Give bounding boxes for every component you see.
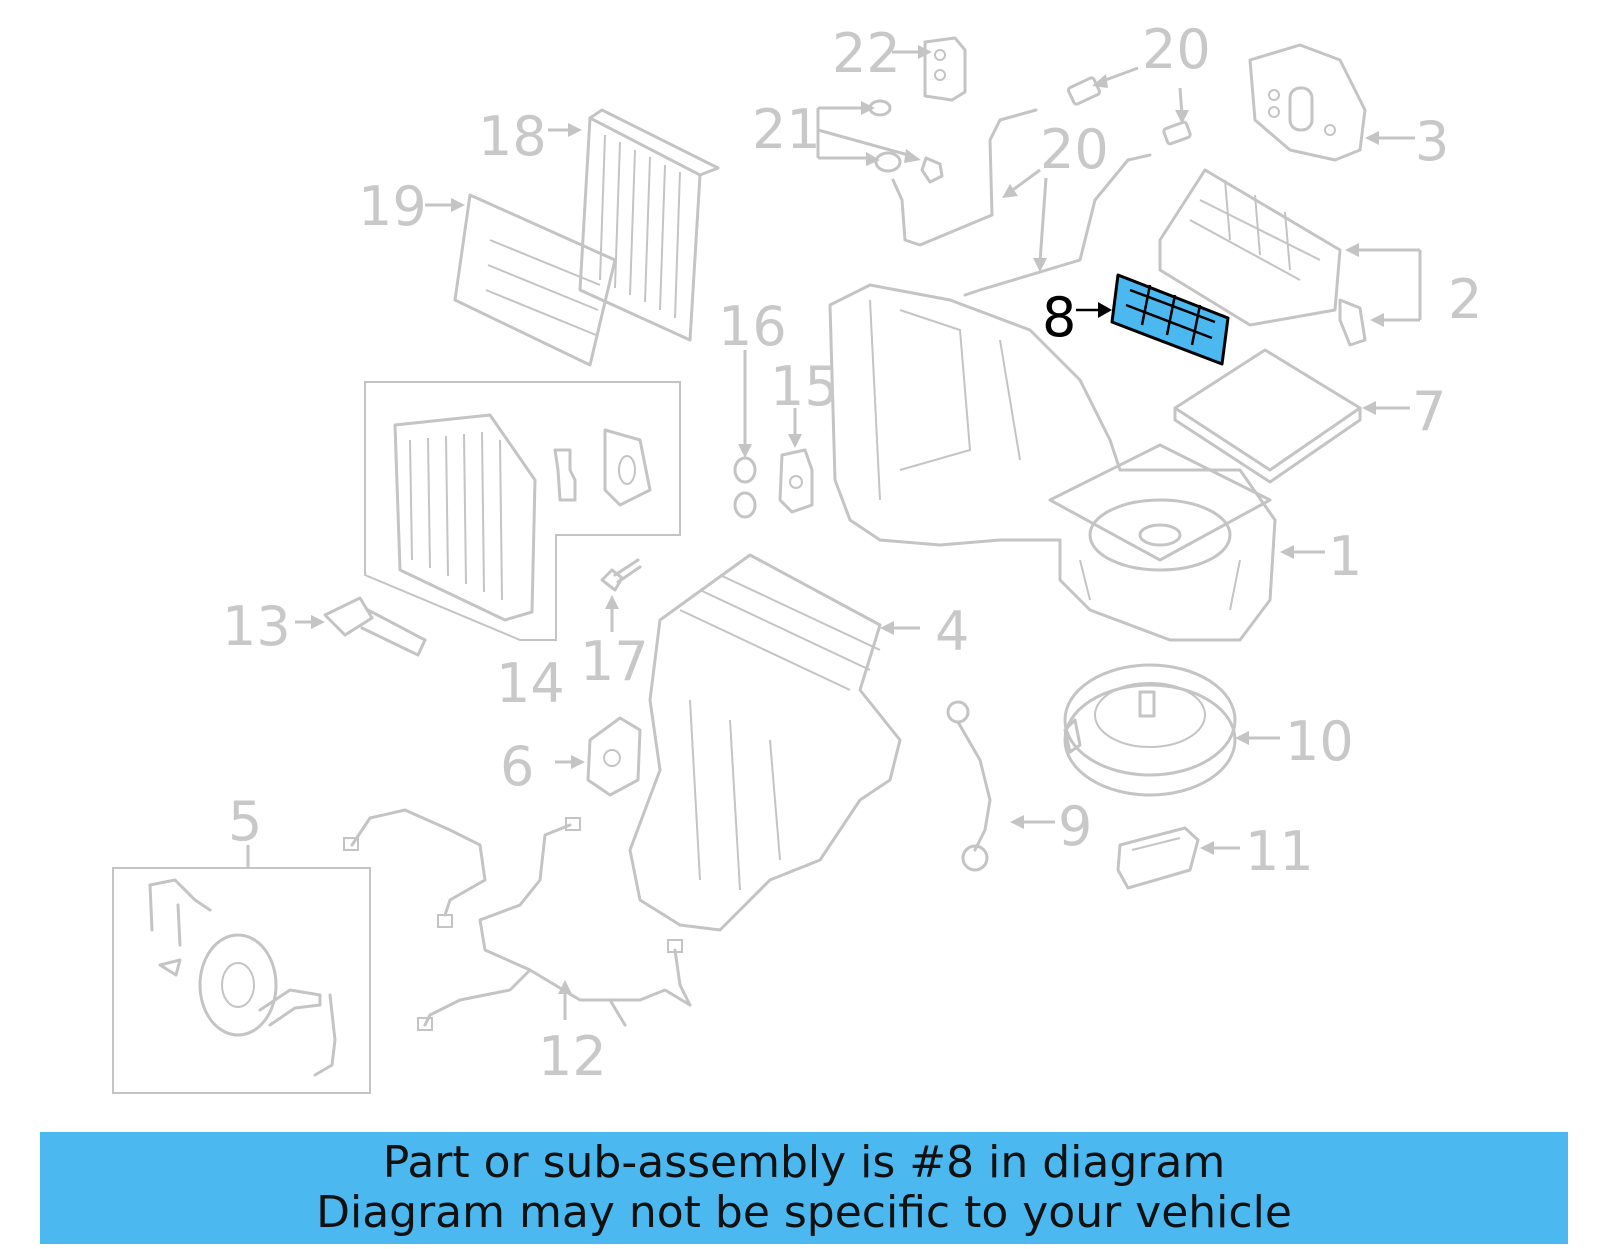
part-13-temperature-sensor [295, 596, 427, 657]
part-1-blower-housing [828, 283, 1325, 642]
callout-2: 2 [1448, 268, 1482, 331]
part-18-heater-core [548, 108, 720, 342]
callout-20-mid: 20 [1040, 118, 1109, 181]
part-6-actuator [555, 716, 642, 797]
part-2-upper-housing [1158, 168, 1422, 347]
part-10-blower-motor [1063, 663, 1280, 797]
part-11-duct [1116, 826, 1240, 890]
callout-9: 9 [1058, 795, 1092, 858]
part-21-seal [816, 99, 944, 184]
part-8-cabin-filter-frame [1076, 273, 1230, 366]
part-9-hose [946, 700, 1055, 872]
callout-13: 13 [222, 595, 291, 658]
callout-12: 12 [538, 1025, 607, 1088]
callout-11: 11 [1245, 820, 1314, 883]
callout-22: 22 [832, 22, 901, 85]
part-19-heater-frame [425, 193, 617, 367]
callout-14: 14 [496, 652, 565, 715]
callout-19: 19 [358, 175, 427, 238]
banner-line-disclaimer: Diagram may not be specific to your vehi… [316, 1187, 1292, 1238]
part-14-evaporator-kit [364, 381, 681, 641]
callout-17: 17 [580, 630, 649, 693]
callout-18: 18 [478, 105, 547, 168]
callout-15: 15 [770, 355, 839, 418]
callout-16: 16 [718, 295, 787, 358]
part-3-seal-plate [1248, 43, 1415, 162]
callout-21: 21 [752, 98, 821, 161]
callout-8: 8 [1042, 286, 1076, 349]
callout-10: 10 [1285, 710, 1354, 773]
callout-5: 5 [228, 790, 262, 853]
part-12-wiring-harness [343, 808, 692, 1031]
part-17-screw [600, 558, 642, 632]
part-16-o-ring [733, 350, 757, 519]
callout-7: 7 [1412, 380, 1446, 443]
part-20-refrigerant-line [891, 66, 1192, 297]
part-7-cabin-filter [1173, 348, 1410, 484]
callout-1: 1 [1328, 525, 1362, 588]
banner-line-part-number: Part or sub-assembly is #8 in diagram [382, 1137, 1226, 1188]
callout-3: 3 [1415, 110, 1449, 173]
part-15-expansion-valve [778, 408, 814, 514]
part-4-lower-housing [628, 553, 920, 932]
part-5-motor-kit [112, 845, 371, 1094]
notice-banner: Part or sub-assembly is #8 in diagram Di… [40, 1132, 1568, 1244]
callout-20-top: 20 [1142, 18, 1211, 81]
callout-4: 4 [935, 600, 969, 663]
part-22-bracket [892, 36, 967, 102]
callout-6: 6 [500, 735, 534, 798]
